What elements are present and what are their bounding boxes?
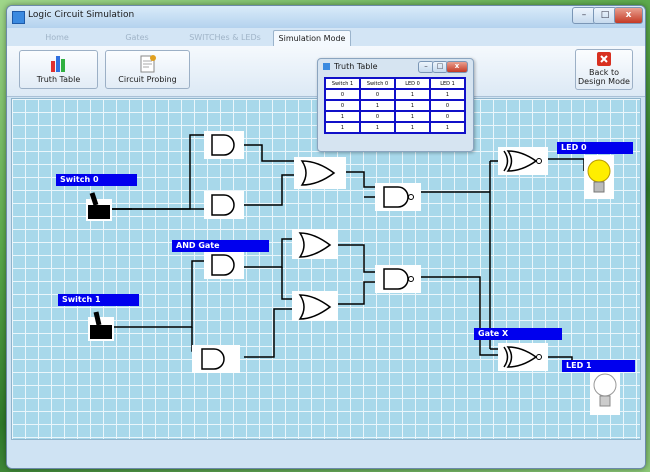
table-cell: 0 — [429, 99, 466, 112]
status-bar — [7, 442, 645, 468]
gate-and-top[interactable] — [204, 131, 244, 159]
tab-simulation-mode[interactable]: Simulation Mode — [273, 30, 351, 47]
truth-table-header-row: Switch 1 Switch 0 LED 0 LED 1 — [324, 77, 466, 90]
table-cell: 1 — [429, 121, 466, 134]
table-row: 1 0 1 0 — [324, 110, 466, 123]
and-gate-label: AND Gate — [172, 240, 269, 252]
header-cell: Switch 0 — [359, 77, 396, 90]
circuit-diagram — [86, 131, 620, 415]
table-cell: 1 — [394, 121, 431, 134]
back-label-line2: Design Mode — [578, 77, 630, 86]
tt-minimize-button[interactable]: – — [418, 61, 434, 73]
tab-bar: Home Gates SWITCHes & LEDs Simulation Mo… — [7, 28, 645, 47]
circuit-canvas[interactable]: Switch 0 Switch 1 AND Gate Gate X LED 0 … — [11, 98, 641, 440]
table-cell: 0 — [324, 88, 361, 101]
table-cell: 1 — [324, 121, 361, 134]
table-cell: 1 — [394, 99, 431, 112]
table-cell: 1 — [324, 110, 361, 123]
close-red-icon — [597, 52, 611, 66]
switch1-toggle[interactable] — [88, 311, 114, 341]
table-row: 0 1 1 0 — [324, 99, 466, 112]
gate-or-top[interactable] — [294, 157, 346, 189]
gate-x-label: Gate X — [474, 328, 562, 340]
led0-bulb-icon — [584, 155, 614, 199]
led1-bulb-icon — [590, 369, 620, 415]
header-cell: LED 0 — [394, 77, 431, 90]
header-cell: LED 1 — [429, 77, 466, 90]
table-row: 1 1 1 1 — [324, 121, 466, 134]
tt-close-button[interactable]: x — [446, 61, 468, 73]
table-cell: 0 — [429, 110, 466, 123]
truth-table-window-icon — [323, 63, 330, 70]
table-cell: 1 — [394, 88, 431, 101]
table-cell: 0 — [359, 110, 396, 123]
table-row: 0 0 1 1 — [324, 88, 466, 101]
tab-gates[interactable]: Gates — [125, 33, 149, 42]
gate-and-labeled[interactable] — [204, 251, 244, 279]
circuit-probing-label: Circuit Probing — [118, 75, 177, 84]
gate-or-lower[interactable] — [292, 291, 338, 321]
table-cell: 1 — [429, 88, 466, 101]
truth-table-label: Truth Table — [36, 75, 81, 84]
truth-table-grid: Switch 1 Switch 0 LED 0 LED 1 0 0 1 1 0 … — [324, 77, 466, 134]
gate-and-switch0[interactable] — [204, 191, 244, 219]
back-label-line1: Back to — [589, 68, 619, 77]
gate-xnor-x[interactable] — [498, 343, 548, 371]
wires — [112, 134, 603, 389]
gate-or-middle[interactable] — [292, 229, 338, 259]
close-button[interactable]: x — [614, 7, 643, 24]
led1-label: LED 1 — [562, 360, 635, 372]
gate-nand-top[interactable] — [375, 183, 421, 211]
gate-and-bottom[interactable] — [192, 345, 240, 373]
gate-nand-middle[interactable] — [375, 265, 421, 293]
tab-home[interactable]: Home — [45, 33, 69, 42]
header-cell: Switch 1 — [324, 77, 361, 90]
table-cell: 1 — [394, 110, 431, 123]
back-to-design-button[interactable]: Back to Design Mode — [575, 49, 633, 90]
switch0-label: Switch 0 — [56, 174, 137, 186]
window-title: Logic Circuit Simulation — [28, 10, 135, 20]
led0-label: LED 0 — [557, 142, 633, 154]
truth-table-window-title: Truth Table — [334, 62, 378, 71]
app-icon — [12, 11, 25, 24]
table-cell: 0 — [359, 88, 396, 101]
probe-document-icon — [140, 55, 156, 73]
title-bar: Logic Circuit Simulation – □ x — [7, 6, 645, 28]
bar-chart-icon — [50, 56, 65, 72]
switch1-label: Switch 1 — [58, 294, 139, 306]
main-window: Logic Circuit Simulation – □ x Home Gate… — [6, 5, 646, 469]
table-cell: 1 — [359, 99, 396, 112]
table-cell: 0 — [324, 99, 361, 112]
gate-xnor-top[interactable] — [498, 147, 548, 175]
switch0-toggle[interactable] — [86, 192, 112, 221]
circuit-probing-button[interactable]: Circuit Probing — [105, 50, 190, 89]
table-cell: 1 — [359, 121, 396, 134]
truth-table-window[interactable]: Truth Table – □ x Switch 1 Switch 0 LED … — [317, 58, 474, 152]
tab-switches-leds[interactable]: SWITCHes & LEDs — [189, 33, 261, 42]
truth-table-button[interactable]: Truth Table — [19, 50, 98, 89]
